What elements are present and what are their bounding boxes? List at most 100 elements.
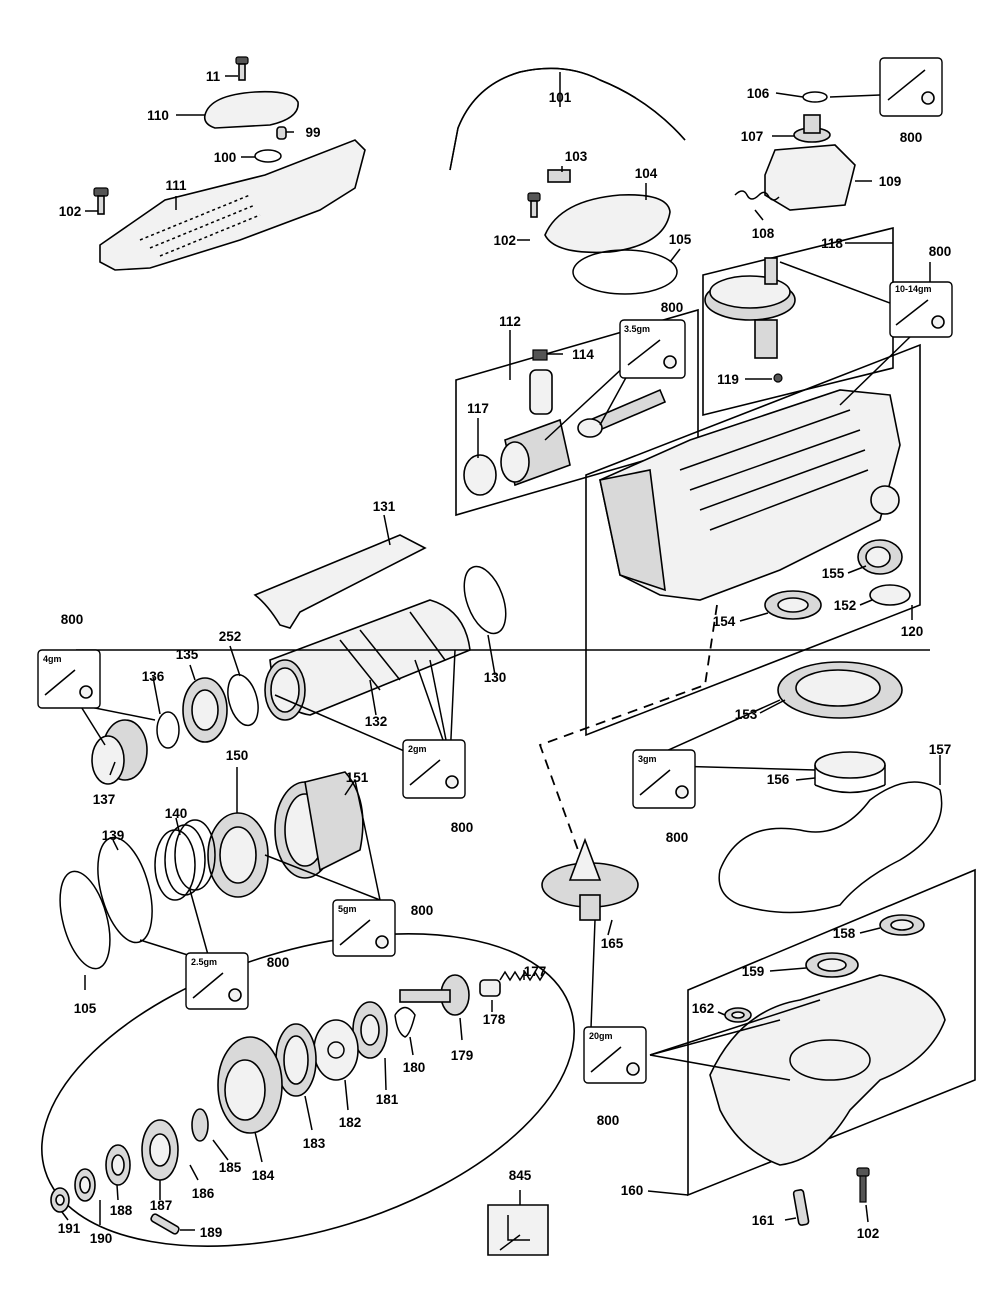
part-158-seal [879,914,925,936]
part-109-bracket [764,144,856,211]
part-99-pin [276,126,287,140]
label-132: 132 [365,714,388,729]
part-106-ring [802,91,828,103]
label-102: 102 [59,204,82,219]
part-130-oring [463,565,507,635]
part-178-sleeve [479,979,501,997]
label-130: 130 [484,670,507,685]
label-158: 158 [833,926,856,941]
frame-160 [687,868,976,1197]
label-187: 187 [150,1198,173,1213]
label-191: 191 [58,1221,81,1236]
grease-kit-5gm: 5gm [332,899,396,957]
label-111: 111 [165,178,187,193]
label-800: 800 [900,130,923,145]
label-156: 156 [767,772,790,787]
label-118: 118 [821,236,843,251]
part-107-gear-small [793,114,831,143]
grease-kit-top-right: 800 [879,57,943,145]
label-186: 186 [192,1186,215,1201]
part-185-washer [191,1108,209,1142]
part-105-oring-b [59,870,111,970]
grease-amount: 20gm [589,1031,613,1041]
label-120: 120 [901,624,924,639]
part-108-spring [734,190,780,201]
label-185: 185 [219,1160,242,1175]
part-110-cap [203,90,299,129]
label-135: 135 [176,647,199,662]
label-103: 103 [565,149,588,164]
label-180: 180 [403,1060,426,1075]
part-152-ring [869,584,911,606]
part-159-seal [805,952,859,978]
part-190-ring [74,1168,96,1202]
part-102-screw-a [93,187,109,215]
label-136: 136 [142,669,165,684]
part-100-oring [254,149,282,163]
label-190: 190 [90,1231,113,1246]
dashed-leader-120 [538,604,718,851]
grease-amount: 2gm [408,744,427,754]
part-188-bearing [105,1144,131,1186]
part-155-bearing [857,539,903,575]
label-800: 800 [929,244,952,259]
part-186-clutch-disc [141,1119,179,1181]
part-180-clip [394,1006,416,1038]
label-183: 183 [303,1136,326,1151]
label-159: 159 [742,964,765,979]
label-177: 177 [524,964,547,979]
grease-kit-4gm: 4gm [37,649,101,709]
part-120-housing [599,389,901,601]
part-154-seal [764,590,822,620]
label-108: 108 [752,226,775,241]
part-191-nut [50,1187,70,1213]
label-137: 137 [93,792,116,807]
label-139: 139 [102,828,125,843]
part-182-plate [313,1019,359,1081]
label-131: 131 [373,499,396,514]
label-109: 109 [879,174,902,189]
label-102: 102 [857,1226,880,1241]
part-157-gasket [718,781,943,914]
part-160-gearcase [709,974,946,1166]
label-99: 99 [305,125,320,140]
part-181-bearing [352,1001,388,1059]
part-140-spring [154,819,216,901]
label-105: 105 [74,1001,97,1016]
part-177-spring [499,970,546,982]
label-155: 155 [822,566,845,581]
part-161-pin [792,1189,810,1226]
grease-kit-3gm: 3gm [632,749,696,809]
grease-amount: 3.5gm [624,324,650,334]
part-179-shaft [399,974,470,1016]
part-184-gear [217,1036,283,1134]
label-178: 178 [483,1012,506,1027]
label-800: 800 [666,830,689,845]
grease-amount: 2.5gm [191,957,217,967]
grease-amount: 10-14gm [895,284,932,294]
label-101: 101 [549,90,572,105]
label-151: 151 [346,770,369,785]
part-112-piston-set [463,349,667,496]
grease-amount: 4gm [43,654,62,664]
label-181: 181 [376,1092,399,1107]
label-140: 140 [165,806,188,821]
label-179: 179 [451,1048,474,1063]
label-11: 11 [206,69,221,84]
grease-kit-10-14gm: 10-14gm [889,281,953,338]
label-188: 188 [110,1203,133,1218]
label-845: 845 [509,1168,532,1183]
label-152: 152 [834,598,857,613]
label-114: 114 [572,347,594,362]
part-102-screw-b [527,192,541,218]
label-800: 800 [61,612,84,627]
part-118-armature [704,257,796,383]
part-162-ring [724,1007,752,1023]
label-162: 162 [692,1001,715,1016]
part-165-gear [541,837,639,921]
part-189-pin [150,1213,180,1235]
part-153-ring-gear [777,661,903,719]
label-252: 252 [219,629,242,644]
